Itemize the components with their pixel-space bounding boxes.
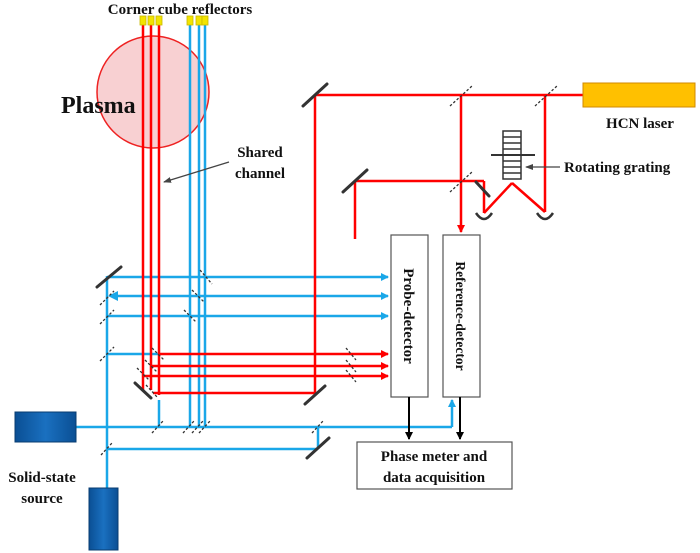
shared-channel-label-line2: channel bbox=[235, 166, 285, 182]
reference-detector bbox=[442, 234, 481, 398]
rotating-grating bbox=[491, 130, 535, 180]
plasma-region bbox=[96, 35, 210, 149]
solid-state-label-line1: Solid-state bbox=[8, 470, 76, 486]
blue-arrowhead-left bbox=[108, 291, 118, 301]
shared-channel-pointer-arrow bbox=[163, 161, 230, 183]
rotating-grating-label: Rotating grating bbox=[564, 160, 671, 176]
mirrors bbox=[95, 82, 491, 460]
beam-splitters bbox=[99, 85, 558, 456]
hcn-laser-label: HCN laser bbox=[606, 116, 674, 132]
solid-state-source-vertical bbox=[88, 487, 119, 551]
hcn-beams bbox=[141, 25, 583, 395]
hcn-laser bbox=[582, 82, 696, 108]
phase-meter-label-line2: data acquisition bbox=[383, 470, 486, 486]
corner-cube-label: Corner cube reflectors bbox=[108, 2, 253, 18]
reference-detector-label: Reference-detector bbox=[453, 261, 468, 370]
signal-arrows bbox=[405, 397, 464, 440]
concave-mirrors bbox=[474, 212, 555, 221]
probe-detector bbox=[390, 234, 429, 398]
solid-state-label-line2: source bbox=[21, 491, 63, 507]
plasma-label: Plasma bbox=[61, 93, 136, 119]
phase-meter-label-line1: Phase meter and bbox=[381, 449, 488, 465]
shared-channel-label-line1: Shared bbox=[237, 145, 283, 161]
corner-cube-reflectors bbox=[139, 15, 209, 26]
solid-state-source-horizontal bbox=[14, 411, 77, 443]
phase-meter-box bbox=[356, 441, 513, 490]
probe-detector-label: Probe-detector bbox=[400, 268, 416, 364]
